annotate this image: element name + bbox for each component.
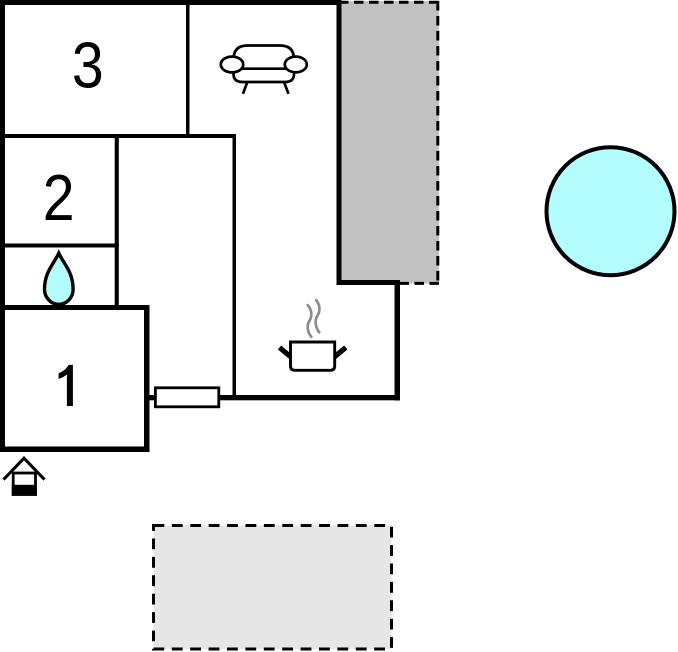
- svg-text:2: 2: [43, 162, 75, 234]
- svg-text:3: 3: [72, 29, 104, 101]
